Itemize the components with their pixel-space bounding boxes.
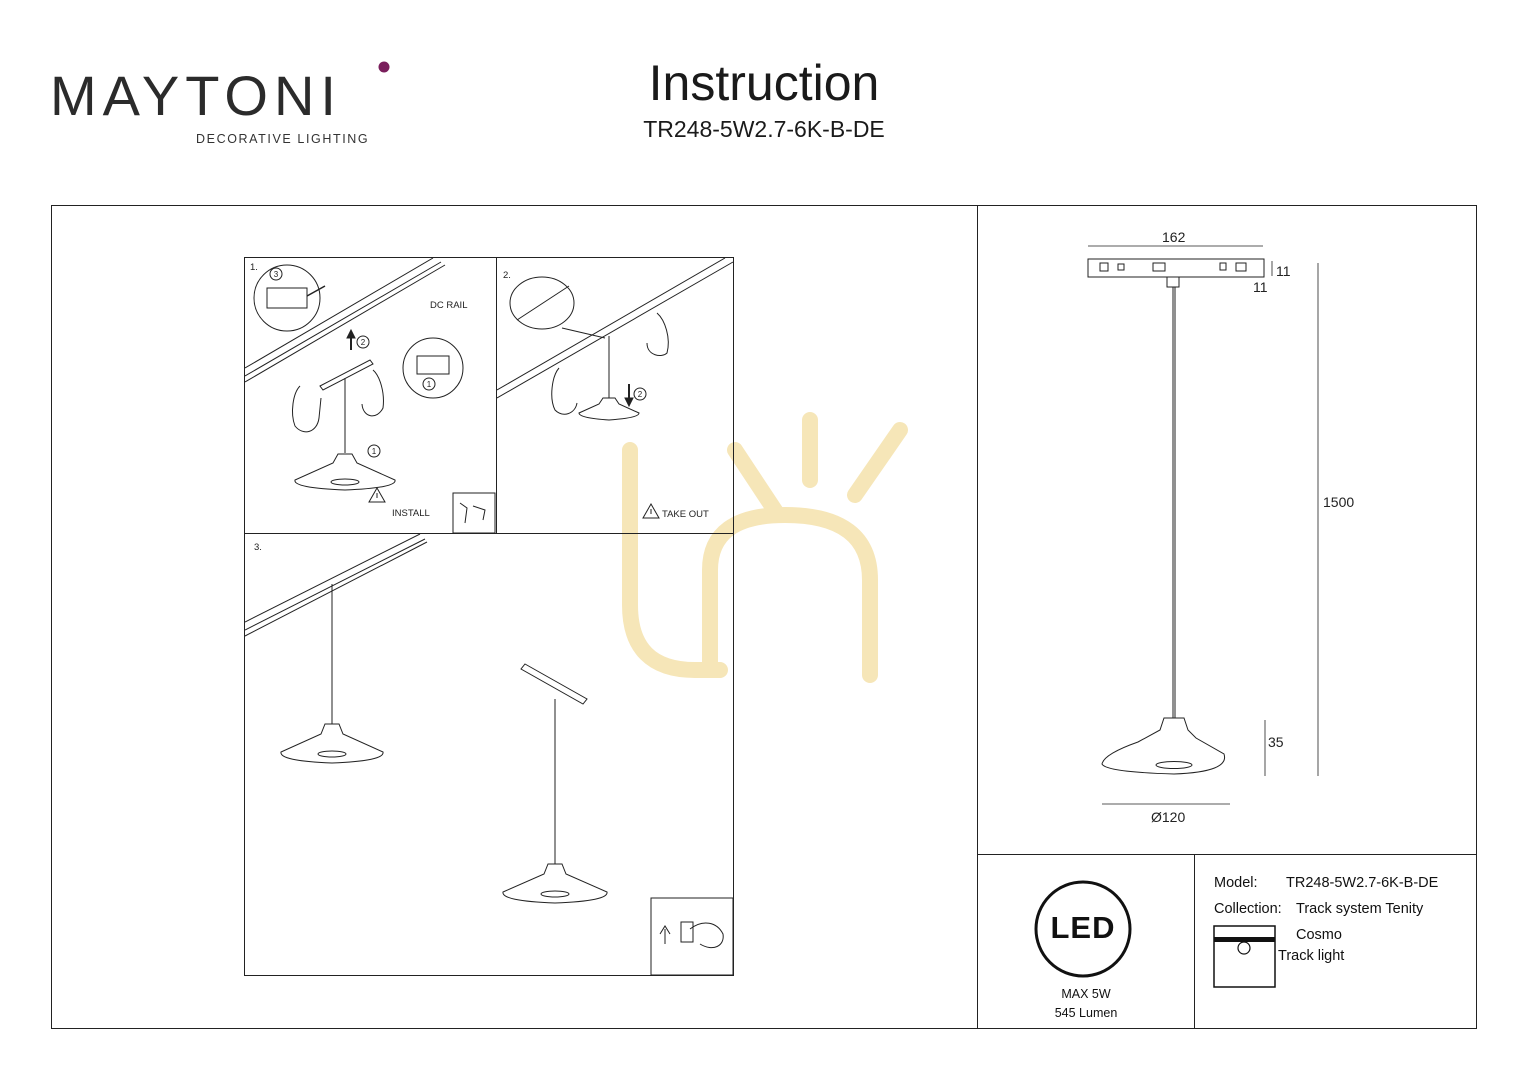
dim-height-top-b: 11 bbox=[1253, 279, 1268, 295]
dimension-drawing bbox=[1087, 245, 1319, 805]
step1-callout-3: 3 bbox=[274, 270, 279, 279]
collection-value: Track system Tenity bbox=[1296, 901, 1424, 917]
dim-length: 1500 bbox=[1323, 494, 1355, 510]
dim-width: 162 bbox=[1162, 229, 1186, 245]
step-divider-vertical bbox=[496, 257, 497, 534]
collection-label: Collection: bbox=[1214, 901, 1282, 917]
dim-height-top-a: 11 bbox=[1276, 263, 1291, 279]
watermark-logo-icon bbox=[622, 412, 908, 683]
step1-number: 1. bbox=[250, 262, 258, 273]
takeout-warning-label: TAKE OUT bbox=[662, 509, 709, 520]
logo-dot-icon bbox=[378, 61, 390, 73]
brand-tagline: DECORATIVE LIGHTING bbox=[196, 132, 370, 146]
dim-diameter: Ø120 bbox=[1151, 809, 1186, 825]
step1-callout-2: 2 bbox=[361, 338, 366, 347]
steps-frame bbox=[244, 257, 734, 976]
step1-callout-1a: 1 bbox=[427, 380, 432, 389]
dim-shade-height: 35 bbox=[1268, 734, 1284, 750]
brand-logo: MAYTONI DECORATIVE LIGHTING bbox=[50, 58, 390, 153]
step2-illustration: 2 bbox=[497, 258, 734, 519]
model-label: Model: bbox=[1214, 875, 1258, 891]
model-value: TR248-5W2.7-6K-B-DE bbox=[1286, 875, 1439, 891]
page-title: Instruction bbox=[648, 55, 880, 111]
spec-panel bbox=[1194, 854, 1477, 1029]
step3-illustration bbox=[245, 534, 733, 975]
step1-illustration: 3 2 1 1 bbox=[245, 258, 496, 533]
product-type: Track light bbox=[1278, 948, 1345, 964]
led-badge-icon bbox=[1034, 880, 1132, 978]
step1-callout-1b: 1 bbox=[372, 447, 377, 456]
step2-number: 2. bbox=[503, 270, 511, 281]
power-rating: MAX 5W bbox=[1061, 987, 1111, 1001]
install-warning-label: INSTALL bbox=[392, 508, 430, 519]
step2-callout-2: 2 bbox=[638, 390, 643, 399]
led-badge-text: LED bbox=[1050, 910, 1116, 945]
track-light-icon bbox=[1213, 925, 1276, 988]
series-name: Cosmo bbox=[1296, 927, 1342, 943]
model-code: TR248-5W2.7-6K-B-DE bbox=[643, 116, 885, 142]
brand-name: MAYTONI bbox=[50, 64, 342, 127]
lumen-rating: 545 Lumen bbox=[1054, 1006, 1118, 1020]
dc-rail-label: DC RAIL bbox=[430, 300, 468, 311]
step3-number: 3. bbox=[254, 542, 262, 553]
step-divider-horizontal bbox=[244, 533, 734, 534]
